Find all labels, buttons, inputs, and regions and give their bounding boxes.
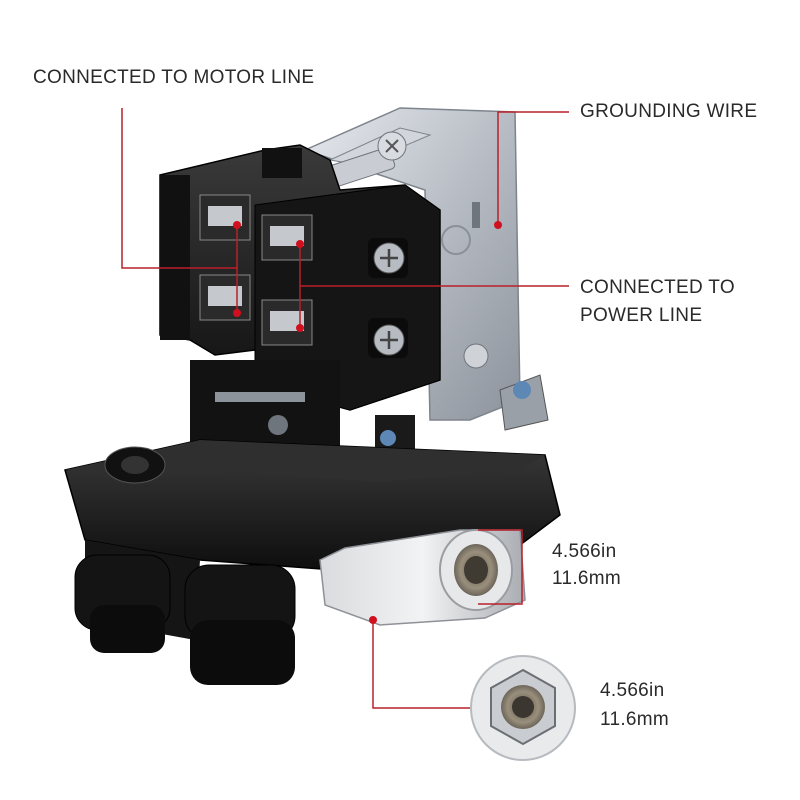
dimension-top-bracket (478, 529, 523, 605)
aluminum-housing (319, 529, 526, 626)
callout-dots (233, 221, 502, 624)
thread-size-top-label: 4.566in 11.6mm (552, 538, 621, 592)
housing-dot (369, 616, 377, 624)
motor-dot-bottom (233, 309, 241, 317)
thread-top-inches: 4.566in (552, 541, 617, 562)
grounding-wire-label: GROUNDING WIRE (580, 101, 758, 122)
motor-dot-top (233, 221, 241, 229)
grounding-wire-callout (497, 111, 569, 225)
callout-lines (121, 108, 569, 709)
power-line-label: CONNECTED TO POWER LINE (580, 274, 735, 330)
motor-line-label: CONNECTED TO MOTOR LINE (33, 67, 315, 88)
power-dot-bottom (296, 324, 304, 332)
thread-top-mm: 11.6mm (552, 568, 622, 589)
ground-dot (494, 221, 502, 229)
cable-glands (74, 554, 296, 685)
power-dot-top (296, 240, 304, 248)
hex-fitting-detail (470, 655, 576, 761)
power-line-label-line2: POWER LINE (580, 305, 703, 326)
dimension-bottom-callout (372, 620, 470, 709)
metal-bracket (302, 107, 521, 421)
thread-bottom-mm: 11.6mm (600, 709, 670, 730)
power-line-label-line1: CONNECTED TO (580, 277, 735, 298)
motor-line-callout (121, 108, 238, 269)
thread-size-bottom-label: 4.566in 11.6mm (600, 676, 669, 734)
thread-bottom-inches: 4.566in (600, 680, 665, 701)
